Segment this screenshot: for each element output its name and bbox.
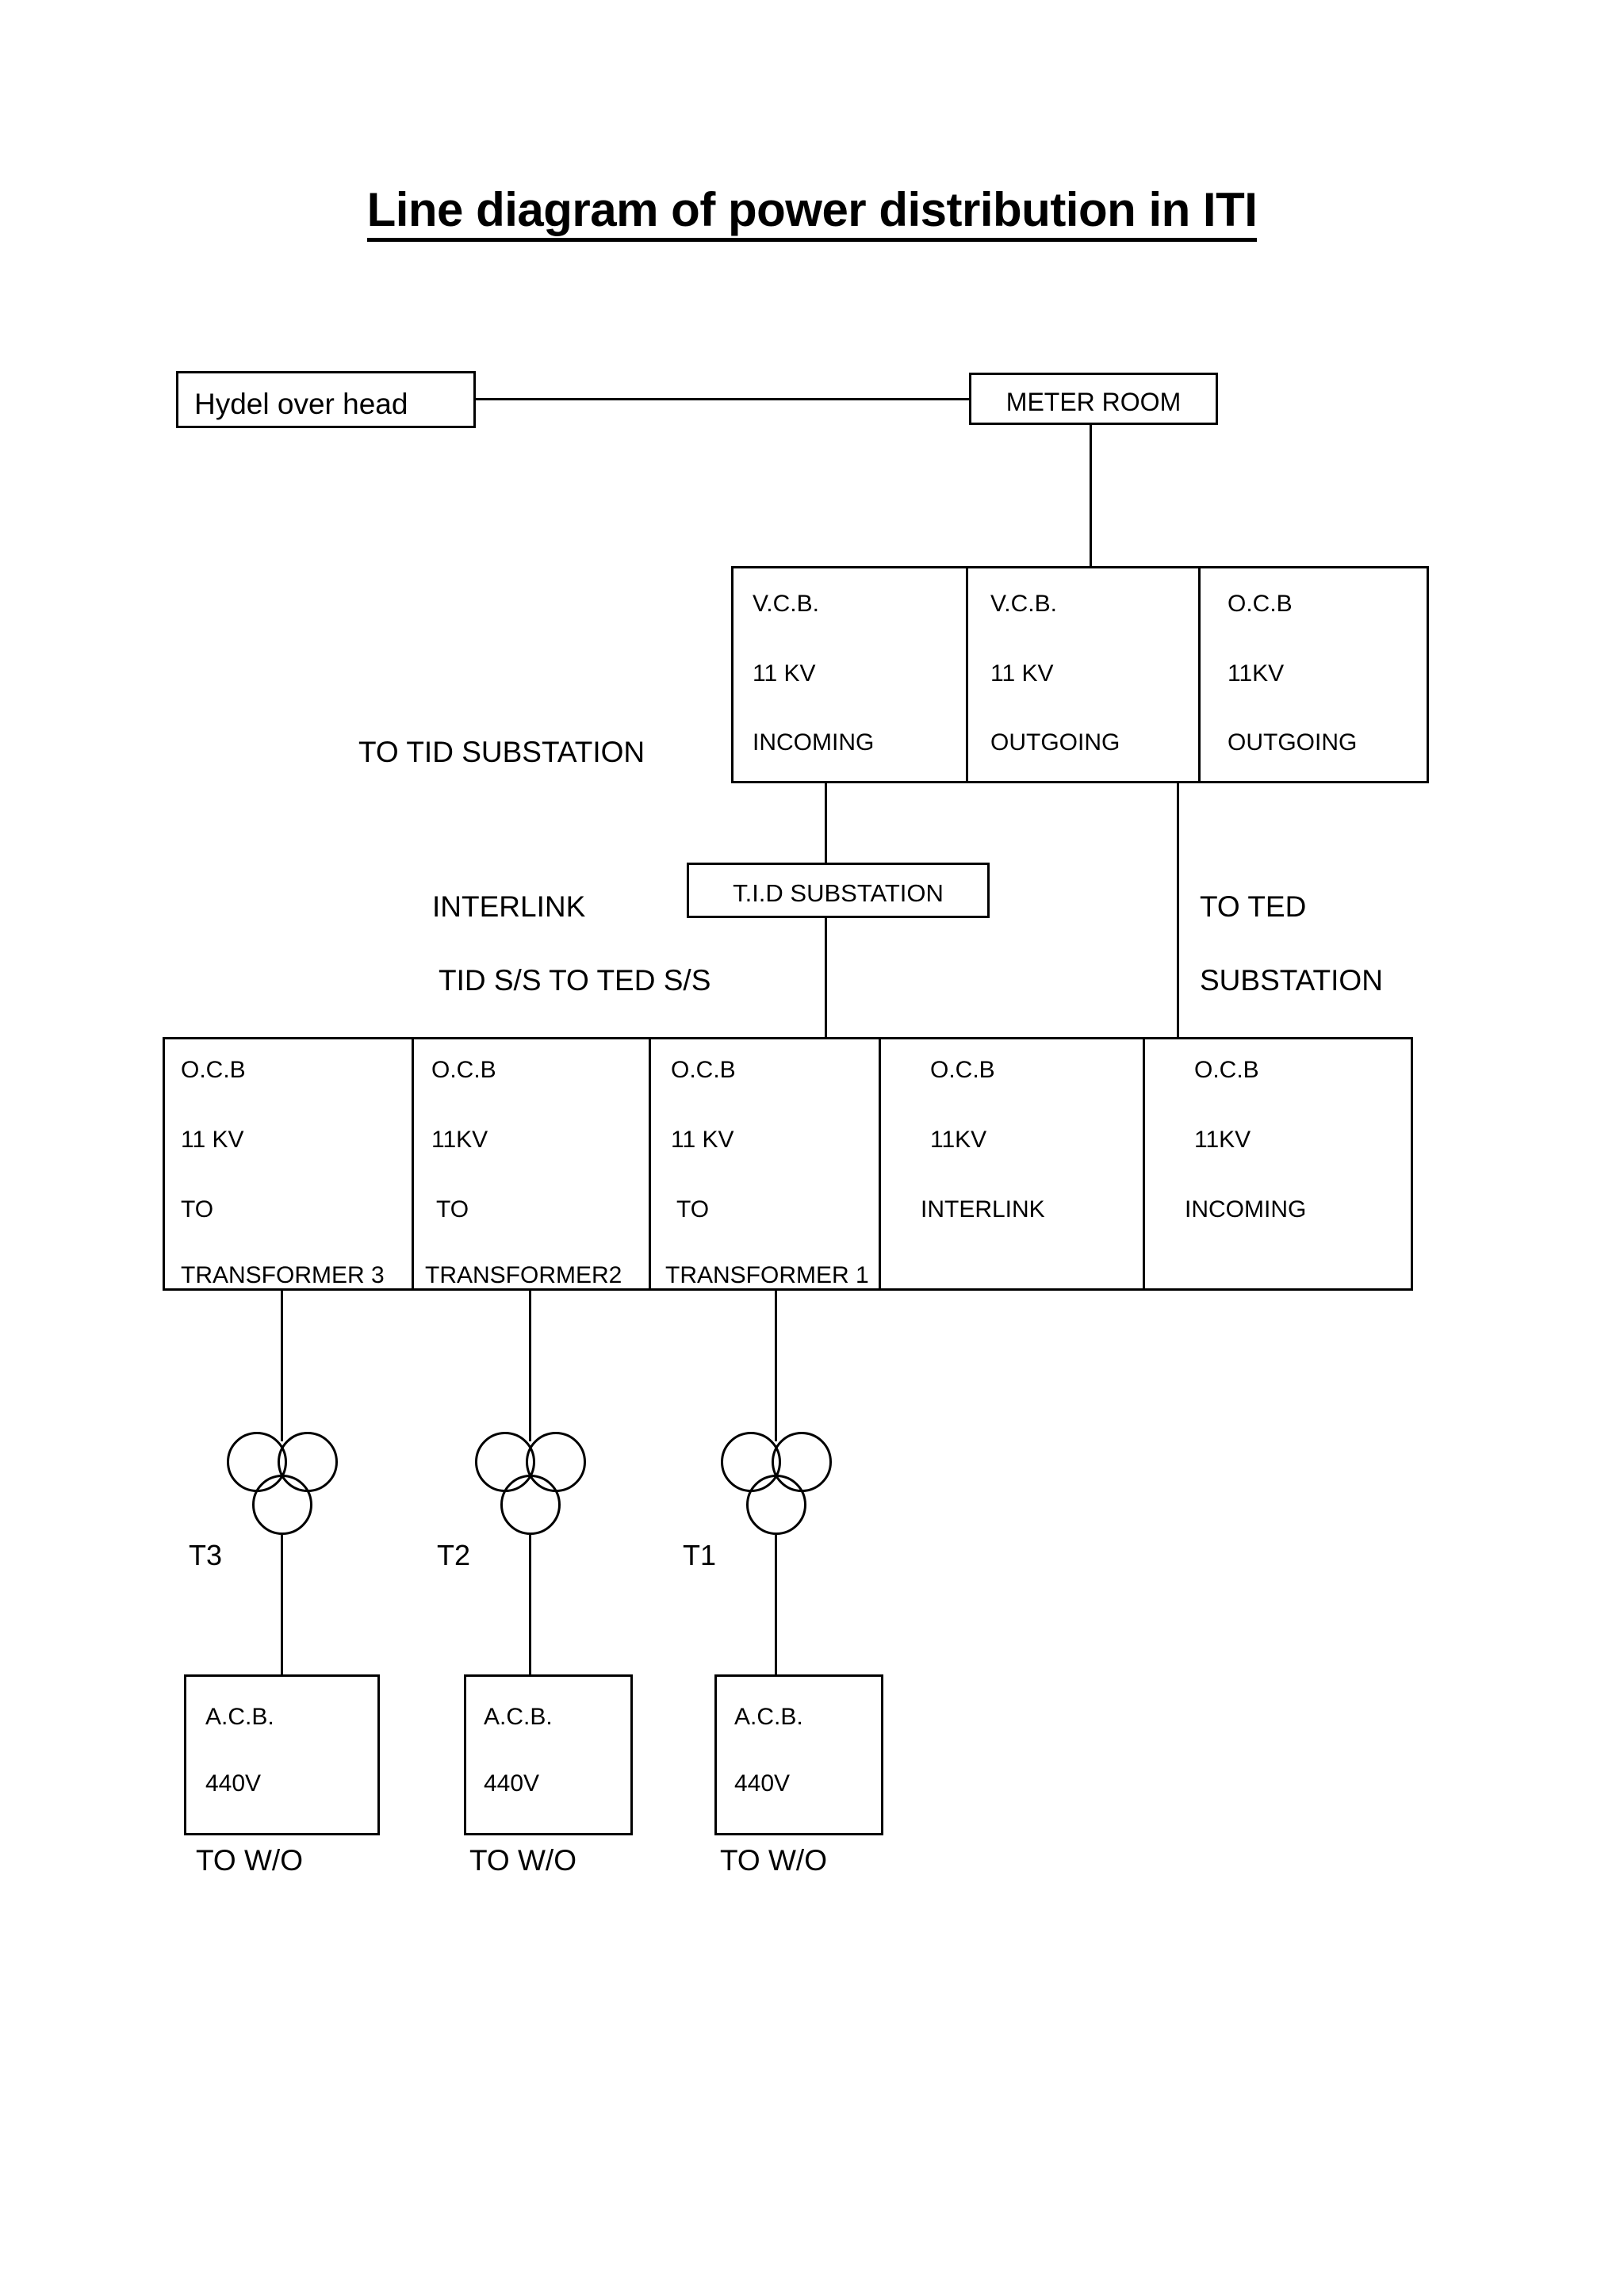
label-to-ted-substation-line2: SUBSTATION <box>1200 964 1383 997</box>
ocb-cell-1-line3: TO <box>181 1196 214 1223</box>
hv-cell-3-line3: OUTGOING <box>1228 729 1358 756</box>
connector-transformer-3-to-acb <box>281 1535 283 1678</box>
connector-meter-to-hv-panel <box>1090 425 1092 568</box>
transformer-label-t3: T3 <box>189 1539 223 1571</box>
hv-cell-1-line1: V.C.B. <box>753 591 819 617</box>
connector-hydel-to-meter <box>476 398 971 400</box>
ocb-cell-3-line4: TRANSFORMER 1 <box>665 1262 869 1288</box>
ocb-cell-incoming[interactable]: O.C.B 11KV INCOMING <box>1143 1039 1411 1288</box>
hv-cell-2-line3: OUTGOING <box>990 729 1120 756</box>
ocb-cell-transformer-2[interactable]: O.C.B 11KV TO TRANSFORMER2 <box>412 1039 649 1288</box>
acb-box-1[interactable]: A.C.B. 440V <box>714 1674 883 1835</box>
connector-transformer-2-to-acb <box>529 1535 531 1678</box>
ocb-cell-4-line3: INTERLINK <box>921 1196 1045 1223</box>
transformer-winding-circle <box>746 1475 806 1535</box>
ocb-cell-2-line1: O.C.B <box>431 1057 496 1083</box>
hydel-over-head-box[interactable]: Hydel over head <box>176 371 476 428</box>
transformer-symbol-t1[interactable] <box>721 1432 832 1535</box>
hv-cell-vcb-outgoing[interactable]: V.C.B. 11 KV OUTGOING <box>966 568 1198 781</box>
connector-ocb3-to-transformer-3 <box>281 1291 283 1441</box>
acb-3-outgoing-label: TO W/O <box>196 1844 303 1877</box>
ocb-cell-1-line4: TRANSFORMER 3 <box>181 1262 385 1288</box>
acb-3-line2: 440V <box>205 1770 262 1797</box>
acb-1-line2: 440V <box>734 1770 791 1797</box>
hv-cell-3-line2: 11KV <box>1228 660 1285 687</box>
acb-1-outgoing-label: TO W/O <box>720 1844 827 1877</box>
connector-vcb-to-tid-substation <box>825 783 827 863</box>
hv-cell-vcb-incoming[interactable]: V.C.B. 11 KV INCOMING <box>733 568 966 781</box>
ocb-cell-4-line2: 11KV <box>930 1127 987 1153</box>
ocb-cell-interlink[interactable]: O.C.B 11KV INTERLINK <box>879 1039 1143 1288</box>
ocb-cell-1-line1: O.C.B <box>181 1057 246 1083</box>
ocb-cell-4-line1: O.C.B <box>930 1057 995 1083</box>
hv-cell-3-line1: O.C.B <box>1228 591 1293 617</box>
acb-2-line2: 440V <box>484 1770 540 1797</box>
ocb-cell-2-line3: TO <box>436 1196 469 1223</box>
tid-substation-label: T.I.D SUBSTATION <box>733 879 944 907</box>
hv-cell-2-line2: 11 KV <box>990 660 1054 687</box>
label-to-ted-substation-line1: TO TED <box>1200 890 1307 923</box>
ocb-cell-3-line2: 11 KV <box>671 1127 734 1153</box>
ocb-panel: O.C.B 11 KV TO TRANSFORMER 3 O.C.B 11KV … <box>163 1037 1413 1291</box>
hv-cell-1-line3: INCOMING <box>753 729 875 756</box>
ocb-cell-3-line1: O.C.B <box>671 1057 736 1083</box>
acb-box-3[interactable]: A.C.B. 440V <box>184 1674 380 1835</box>
hv-cell-ocb-outgoing[interactable]: O.C.B 11KV OUTGOING <box>1198 568 1427 781</box>
label-to-tid-substation: TO TID SUBSTATION <box>358 736 645 768</box>
label-tid-to-ted: TID S/S TO TED S/S <box>439 964 711 997</box>
meter-room-box[interactable]: METER ROOM <box>969 373 1218 425</box>
transformer-label-t1: T1 <box>683 1539 717 1571</box>
hv-breaker-panel: V.C.B. 11 KV INCOMING V.C.B. 11 KV OUTGO… <box>731 566 1429 783</box>
acb-2-outgoing-label: TO W/O <box>469 1844 576 1877</box>
tid-substation-box[interactable]: T.I.D SUBSTATION <box>687 863 990 918</box>
ocb-cell-1-line2: 11 KV <box>181 1127 244 1153</box>
hydel-over-head-label: Hydel over head <box>194 388 408 420</box>
page-title: Line diagram of power distribution in IT… <box>366 184 1258 242</box>
ocb-cell-5-line3: INCOMING <box>1185 1196 1307 1223</box>
ocb-cell-5-line2: 11KV <box>1194 1127 1251 1153</box>
transformer-symbol-t2[interactable] <box>475 1432 586 1535</box>
ocb-cell-transformer-3[interactable]: O.C.B 11 KV TO TRANSFORMER 3 <box>165 1039 412 1288</box>
ocb-cell-2-line2: 11KV <box>431 1127 488 1153</box>
ocb-cell-2-line4: TRANSFORMER2 <box>425 1262 622 1288</box>
connector-ocb1-to-transformer-1 <box>775 1291 777 1441</box>
connector-tid-to-ocb-panel <box>825 918 827 1039</box>
connector-transformer-1-to-acb <box>775 1535 777 1678</box>
hv-cell-2-line1: V.C.B. <box>990 591 1057 617</box>
acb-3-line1: A.C.B. <box>205 1704 274 1730</box>
ocb-cell-5-line1: O.C.B <box>1194 1057 1259 1083</box>
connector-ocb2-to-transformer-2 <box>529 1291 531 1441</box>
meter-room-label: METER ROOM <box>1005 388 1182 416</box>
hv-cell-1-line2: 11 KV <box>753 660 816 687</box>
acb-2-line1: A.C.B. <box>484 1704 553 1730</box>
transformer-label-t2: T2 <box>437 1539 471 1571</box>
label-interlink: INTERLINK <box>432 890 586 923</box>
transformer-symbol-t3[interactable] <box>227 1432 338 1535</box>
page-title-container: Line diagram of power distribution in IT… <box>0 184 1624 242</box>
acb-box-2[interactable]: A.C.B. 440V <box>464 1674 633 1835</box>
acb-1-line1: A.C.B. <box>734 1704 803 1730</box>
transformer-winding-circle <box>500 1475 561 1535</box>
transformer-winding-circle <box>252 1475 312 1535</box>
ocb-cell-transformer-1[interactable]: O.C.B 11 KV TO TRANSFORMER 1 <box>649 1039 879 1288</box>
ocb-cell-3-line3: TO <box>676 1196 710 1223</box>
connector-ocb-to-ted-substation <box>1177 783 1179 1039</box>
